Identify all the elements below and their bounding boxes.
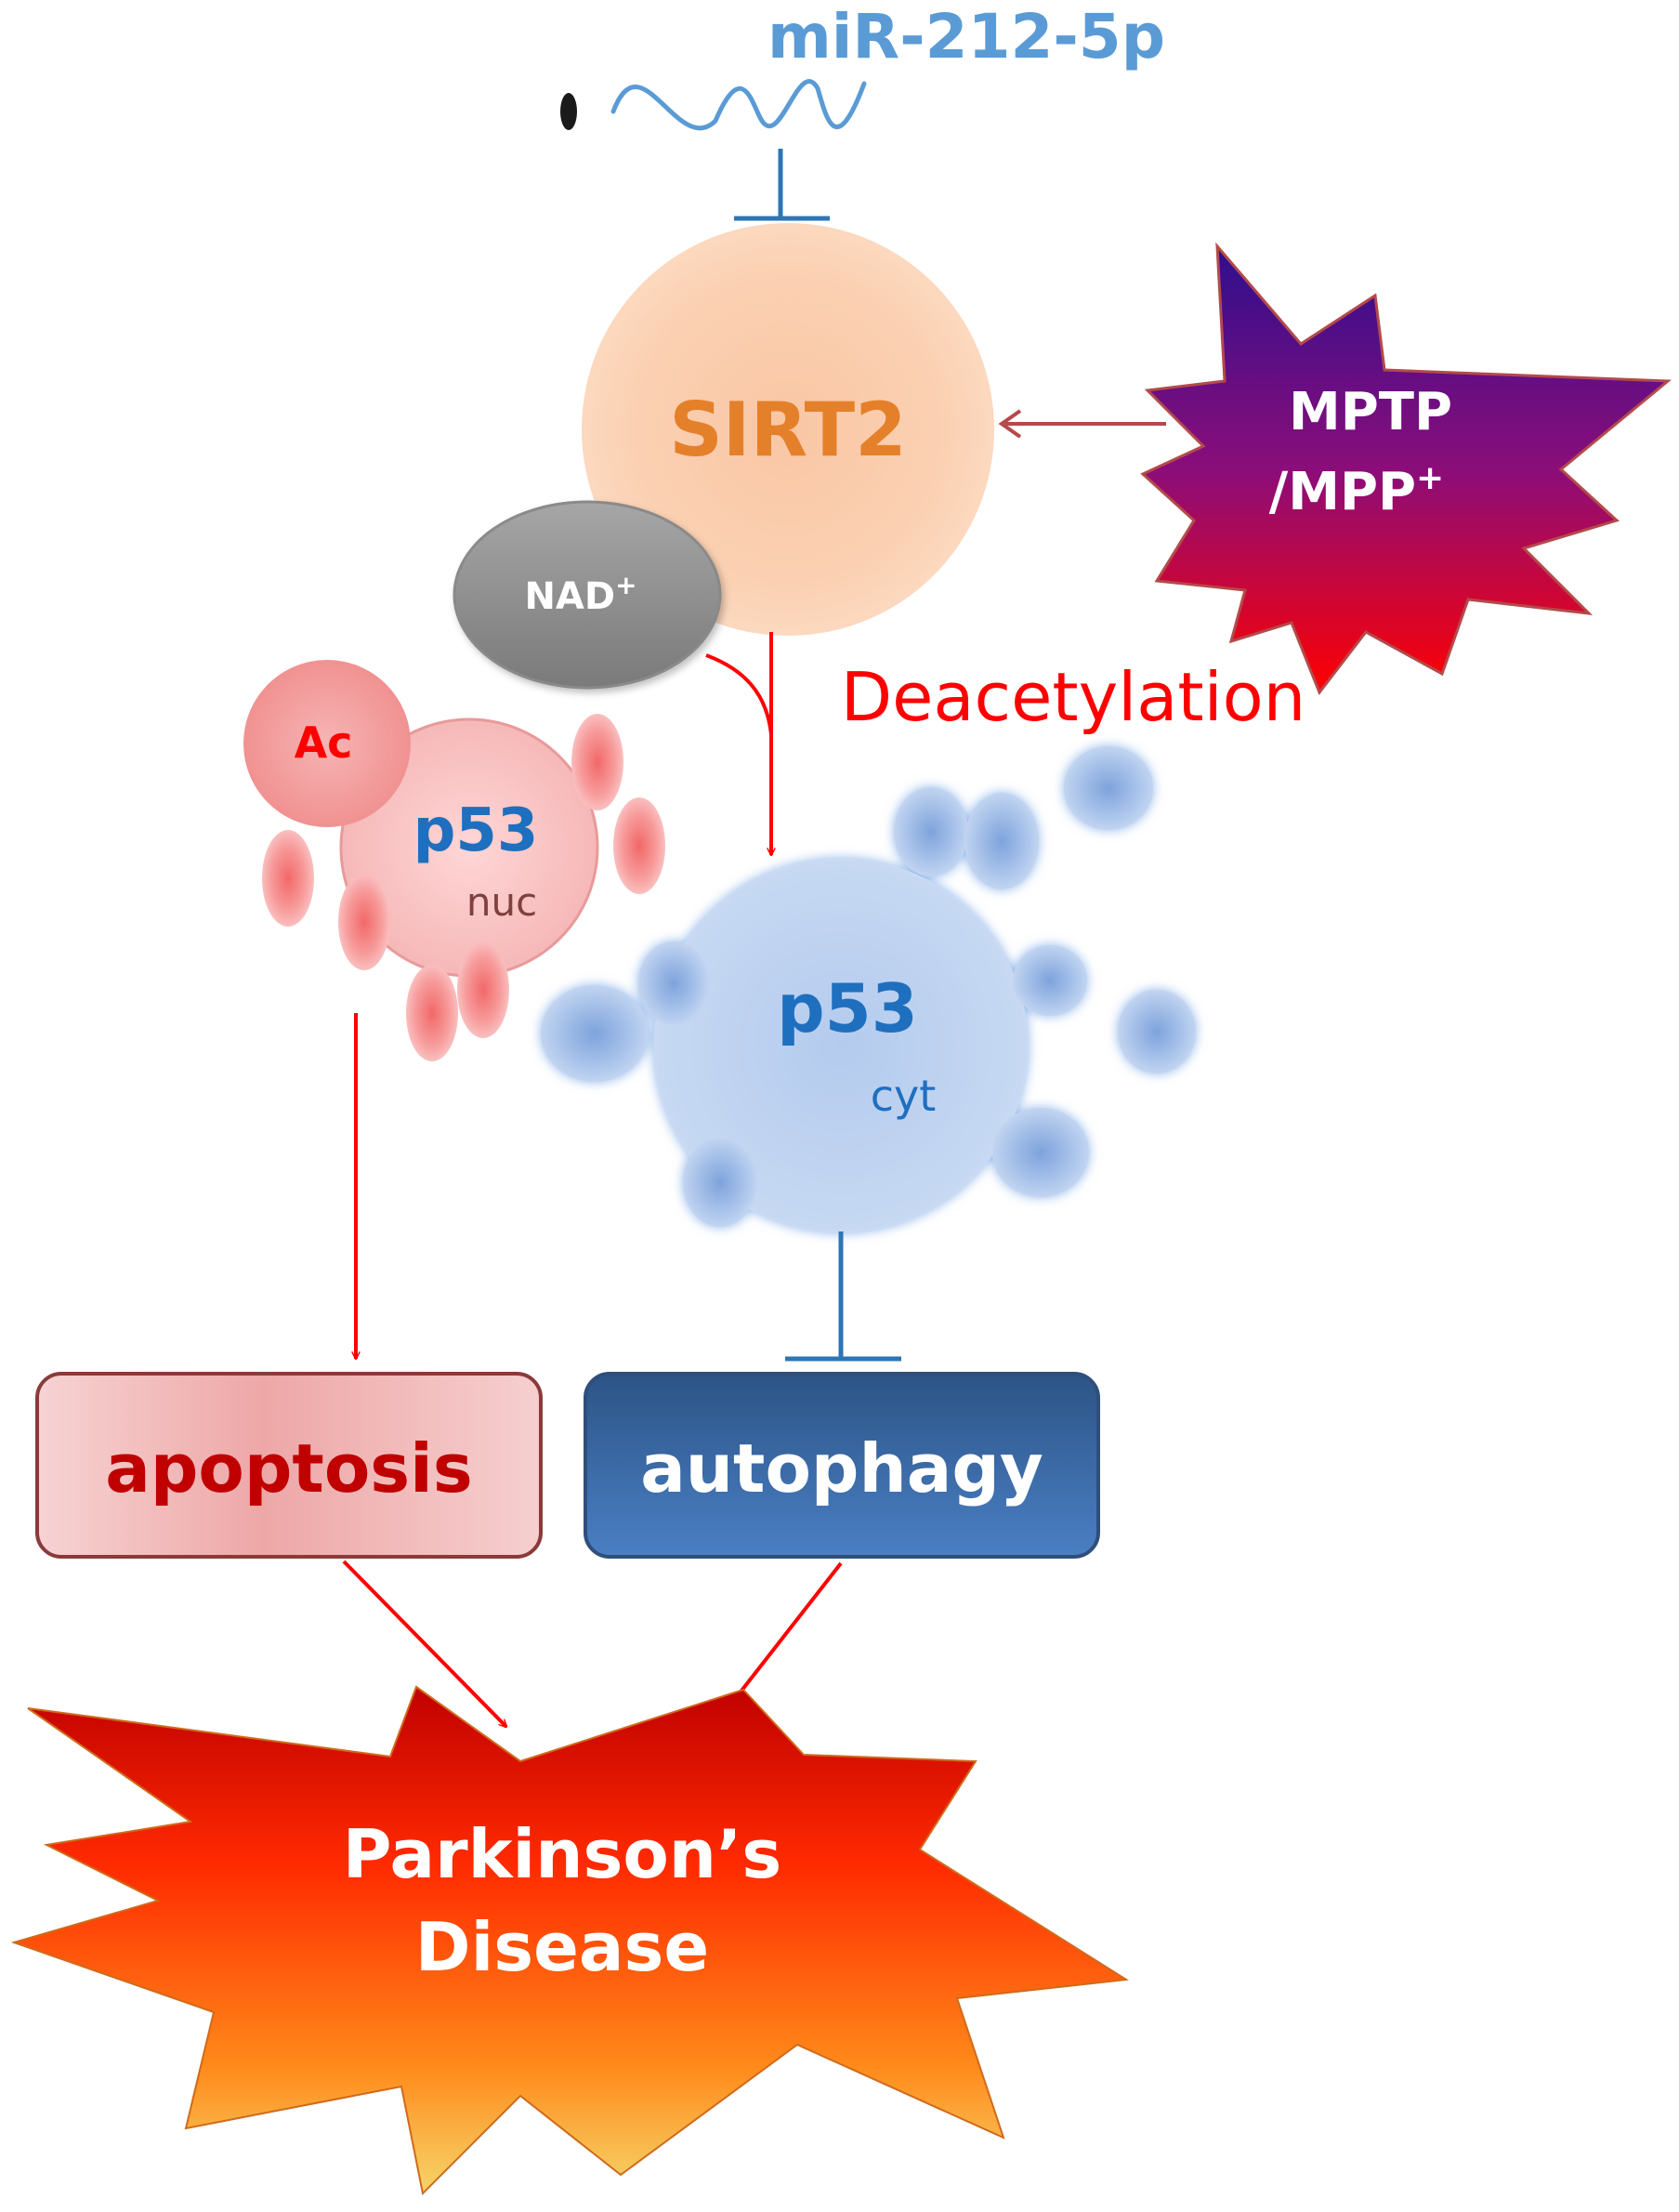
ac-label: Ac: [295, 718, 353, 768]
cyt-bubble: [683, 1138, 757, 1227]
cyt-label: cyt: [871, 1071, 937, 1121]
apoptosis-label: apoptosis: [105, 1429, 472, 1508]
parkinsons-disease-node: Parkinson’s Disease: [10, 1685, 1129, 2196]
cyt-bubble: [992, 1108, 1089, 1197]
nuc-label: nuc: [466, 879, 537, 925]
nuc-bubble: [571, 714, 623, 810]
pd-line2: Disease: [415, 1908, 709, 1986]
cyt-bubble: [638, 941, 709, 1025]
mptp-line1: MPTP: [1289, 382, 1452, 442]
autophagy-inhibition: [785, 1231, 901, 1362]
autophagy-box: autophagy: [584, 1372, 1100, 1559]
cyt-bubble: [1118, 990, 1196, 1073]
cyt-bubble: [1013, 945, 1087, 1016]
nuc-bubble: [613, 797, 665, 894]
mirna-label: miR-212-5p: [767, 1, 1165, 72]
nad-label: NAD+: [524, 570, 636, 618]
mptp-node: MPTP /MPP+: [1140, 242, 1672, 696]
apoptosis-box: apoptosis: [35, 1372, 543, 1559]
p53-cyt-cluster: [541, 746, 1196, 1233]
cyt-bubble: [894, 787, 968, 876]
pd-line1: Parkinson’s: [343, 1815, 782, 1893]
mptp-star-shape: [1140, 242, 1672, 696]
deacetylation-label: Deacetylation: [841, 658, 1306, 736]
ac-group: [243, 660, 411, 827]
mirna-cap-icon: [560, 93, 577, 130]
pd-star-shape: [10, 1685, 1129, 2196]
sirt2-label: SIRT2: [669, 387, 907, 473]
autophagy-label: autophagy: [640, 1429, 1043, 1508]
p53-nuc-cluster: Ac p53 nuc: [243, 660, 665, 1061]
mirna-inhibition: [734, 149, 830, 221]
mirna-group: miR-212-5p: [560, 1, 1165, 131]
apoptosis-to-pd-arrow: [342, 1560, 506, 1727]
deacetylation-arrow: Deacetylation: [705, 632, 1306, 855]
cyt-bubble: [541, 985, 649, 1082]
cyt-bubble: [1064, 746, 1153, 830]
nuc-bubble: [457, 941, 509, 1038]
p53-nuc-label: p53: [413, 797, 539, 865]
mirna-strand: [610, 78, 867, 131]
mptp-arrow: [998, 409, 1166, 439]
nuc-bubble: [338, 874, 390, 970]
nuc-bubble: [262, 830, 314, 927]
mptp-line2: /MPP+: [1269, 459, 1444, 522]
nuc-bubble: [406, 965, 458, 1061]
nad-node: NAD+: [453, 500, 722, 690]
cyt-bubble: [964, 793, 1039, 889]
p53-cyt-label: p53: [777, 969, 918, 1047]
